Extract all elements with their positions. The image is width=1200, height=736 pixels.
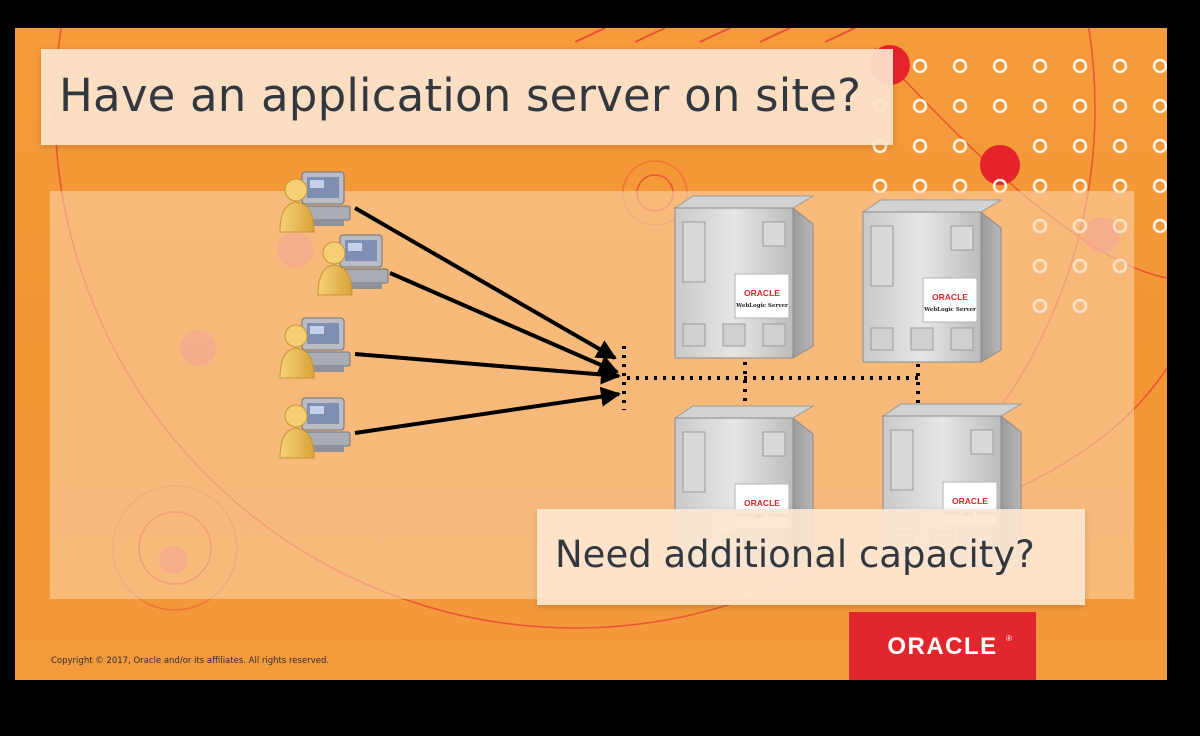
weblogic-server-icon: ORACLE WebLogic Server: [673, 195, 815, 359]
server-brand-label: ORACLE: [744, 498, 780, 508]
registered-mark: ®: [1006, 634, 1012, 643]
slide: Have an application server on site?: [15, 28, 1167, 680]
connection-arrow: [389, 271, 619, 374]
weblogic-server-icon: ORACLE WebLogic Server: [861, 199, 1003, 363]
slide-subtitle: Need additional capacity?: [555, 533, 1035, 576]
server-brand-label: ORACLE: [932, 292, 968, 302]
oracle-logo-text: ORACLE: [887, 633, 998, 660]
title-box: Have an application server on site?: [41, 49, 893, 145]
connection-arrow: [354, 352, 621, 385]
connection-arrow: [354, 206, 617, 360]
connection-arrow: [354, 386, 621, 435]
client-workstation-icon: [279, 397, 351, 459]
server-brand-label: ORACLE: [744, 288, 780, 298]
oracle-logo: ORACLE ®: [849, 612, 1036, 680]
client-workstation-icon: [279, 171, 351, 233]
client-workstation-icon: [317, 234, 389, 296]
server-product-label: WebLogic Server: [923, 307, 976, 313]
client-workstation-icon: [279, 317, 351, 379]
server-brand-label: ORACLE: [952, 496, 988, 506]
copyright-notice: Copyright © 2017, Oracle and/or its affi…: [51, 656, 330, 666]
subtitle-box: Need additional capacity?: [537, 509, 1085, 605]
server-product-label: WebLogic Server: [735, 303, 788, 309]
slide-title: Have an application server on site?: [59, 69, 862, 122]
